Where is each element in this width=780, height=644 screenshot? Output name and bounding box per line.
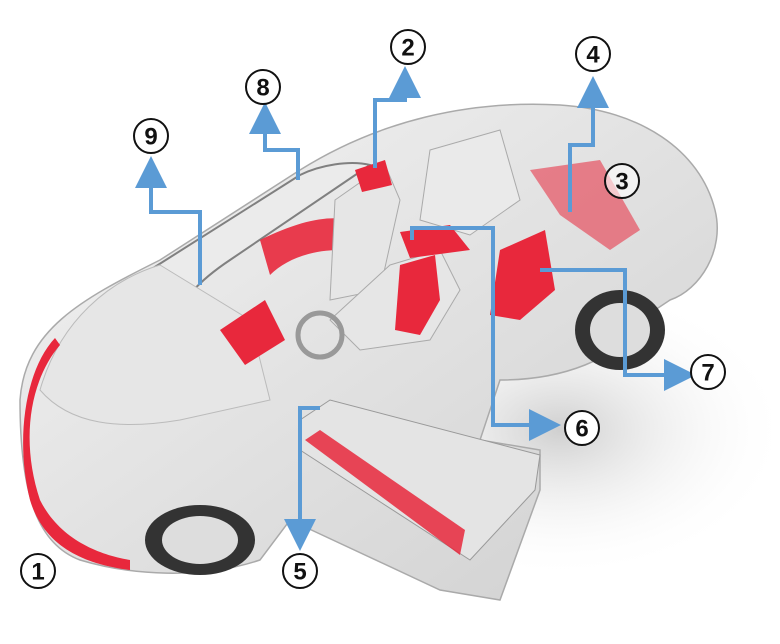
headrest-2 — [355, 160, 392, 192]
callout-label: 1 — [31, 559, 44, 586]
leader-line-5 — [284, 406, 320, 551]
callout-label: 6 — [575, 416, 588, 443]
callout-label: 3 — [615, 169, 628, 196]
steering-wheel — [295, 310, 345, 360]
callout-2: 2 — [390, 29, 426, 65]
door-red-trim — [305, 430, 465, 555]
callout-5: 5 — [282, 553, 318, 589]
callout-3: 3 — [604, 163, 640, 199]
leader-line-6 — [410, 226, 561, 441]
leader-line-4 — [568, 76, 609, 212]
callout-9: 9 — [133, 118, 169, 154]
callout-4: 4 — [575, 36, 611, 72]
leader-line-7 — [540, 268, 696, 391]
callout-label: 4 — [586, 42, 600, 69]
callout-label: 5 — [293, 559, 306, 586]
leader-line-2 — [373, 66, 421, 168]
car-body — [19, 103, 718, 601]
callout-6: 6 — [564, 410, 600, 446]
callout-8: 8 — [245, 69, 281, 105]
airbag-9 — [220, 300, 285, 365]
callout-label: 2 — [401, 35, 414, 62]
rear-seat-red-7 — [490, 230, 555, 320]
seat-back-red — [395, 255, 440, 335]
callout-label: 8 — [256, 75, 269, 102]
dashboard-trim — [260, 218, 350, 275]
leader-line-8 — [249, 102, 300, 180]
seat-cushion-6 — [400, 225, 470, 258]
callout-7: 7 — [690, 354, 726, 390]
callout-1: 1 — [20, 553, 56, 589]
rear-seat — [419, 129, 521, 236]
callout-label: 7 — [701, 360, 714, 387]
callout-label: 9 — [144, 124, 157, 151]
leader-line-9 — [135, 156, 202, 285]
